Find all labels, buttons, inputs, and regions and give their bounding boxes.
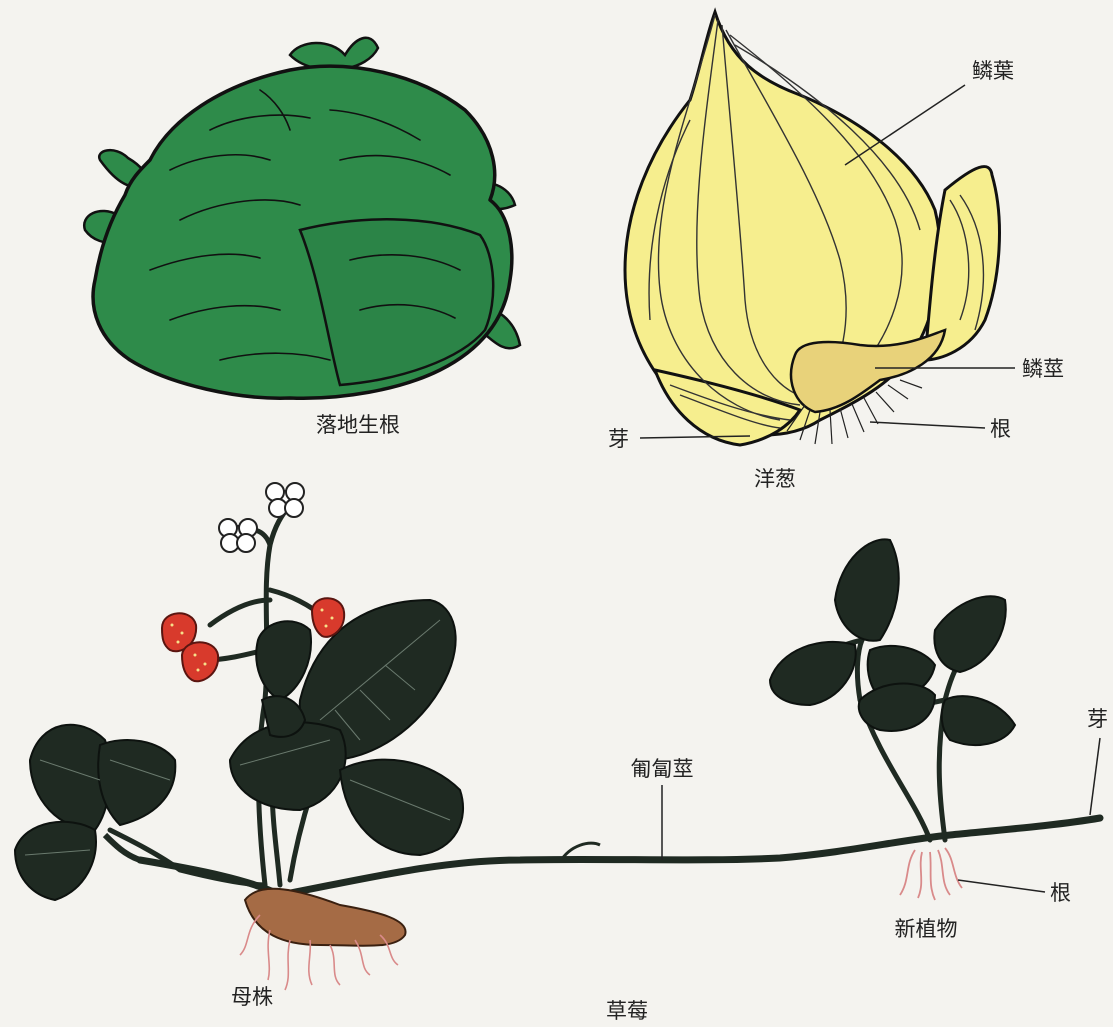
kalanchoe-leaf-illustration <box>84 38 520 398</box>
label-strawberry-bud: 芽 <box>1087 707 1108 731</box>
label-mother-plant: 母株 <box>231 985 273 1009</box>
label-onion-root: 根 <box>990 417 1011 441</box>
label-bulb-stem: 鳞莖 <box>1022 357 1064 381</box>
leaf-caption: 落地生根 <box>316 413 400 437</box>
label-new-plant: 新植物 <box>895 917 958 941</box>
label-onion-bud: 芽 <box>608 427 629 451</box>
strawberry-leader-lines <box>662 738 1100 892</box>
onion-caption: 洋葱 <box>754 467 796 491</box>
onion-illustration <box>625 12 999 445</box>
label-strawberry-root: 根 <box>1050 881 1071 905</box>
strawberry-illustration <box>15 483 1100 990</box>
strawberry-caption: 草莓 <box>606 999 648 1023</box>
strawberry-flowers <box>219 483 304 552</box>
label-scale-leaf: 鳞葉 <box>972 59 1014 83</box>
label-runner: 匍匐莖 <box>631 757 694 781</box>
